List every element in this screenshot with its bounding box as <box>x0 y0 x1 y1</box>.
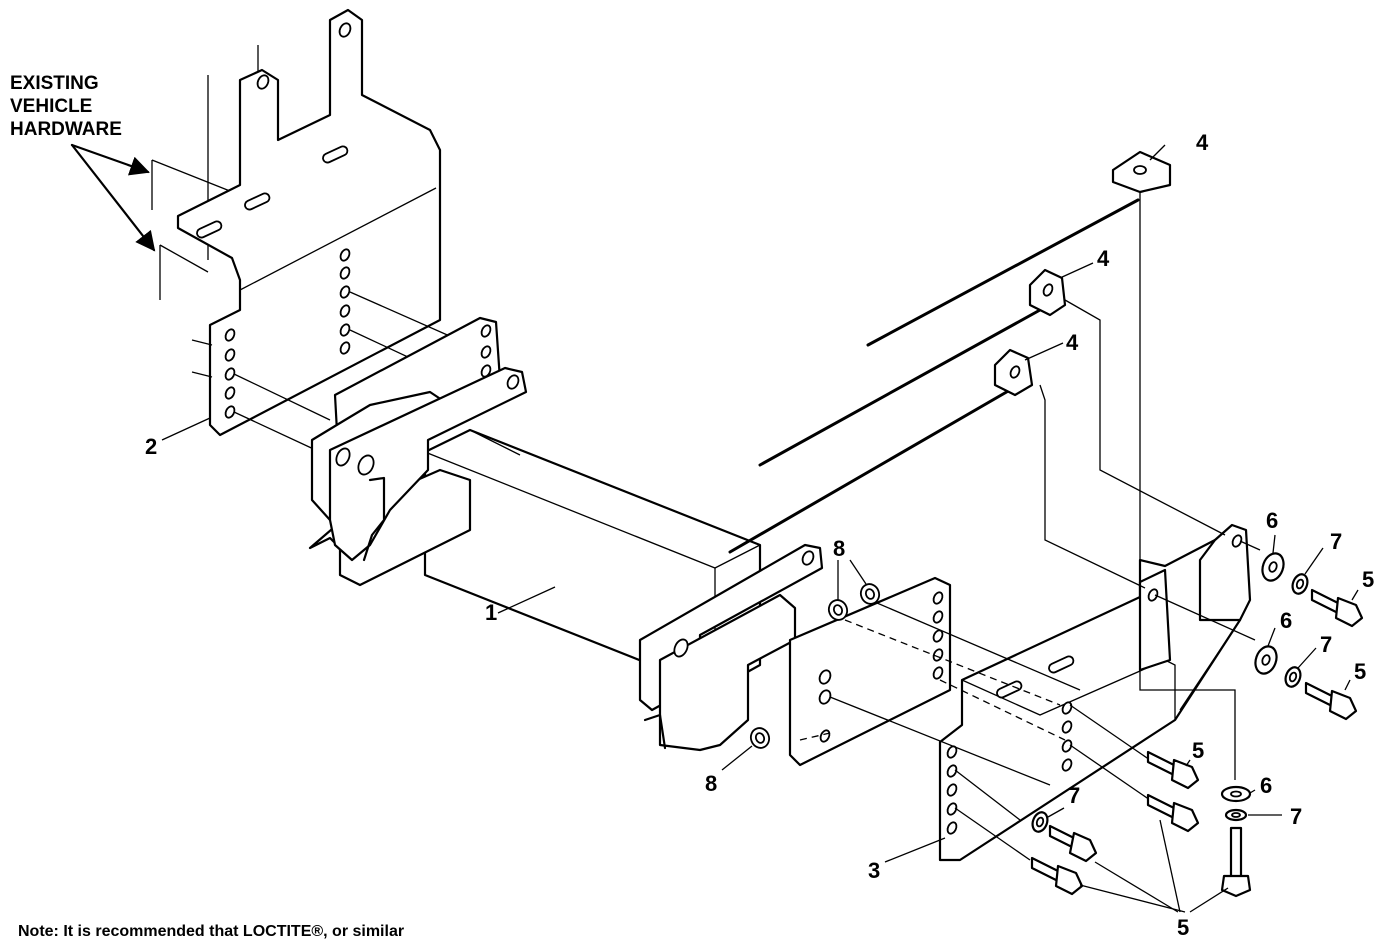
loctite-note: Note: It is recommended that LOCTITE®, o… <box>18 923 405 940</box>
washers <box>1031 552 1309 833</box>
part-label-5-center: 5 <box>1192 738 1205 763</box>
part-label-3: 3 <box>868 858 881 883</box>
part-label-2: 2 <box>145 434 158 459</box>
right-bracket-assembly <box>788 523 1252 862</box>
backing-plate-middle <box>1028 268 1067 317</box>
part-label-5-bottom: 5 <box>1177 915 1190 940</box>
part-label-6-middle: 6 <box>1280 608 1293 633</box>
callout-arrows <box>70 143 156 252</box>
part-label-4-lower: 4 <box>1066 330 1079 355</box>
callout-line: HARDWARE <box>10 119 122 140</box>
part-label-8-upper: 8 <box>833 536 846 561</box>
part-label-5-middle: 5 <box>1354 659 1367 684</box>
leader-lines <box>161 144 1359 913</box>
part-label-6-upper: 6 <box>1266 508 1279 533</box>
part-label-7-middle: 7 <box>1320 632 1333 657</box>
part-label-7-left: 7 <box>1068 783 1081 808</box>
part-label-1: 1 <box>485 600 498 625</box>
part-label-8-lower: 8 <box>705 771 718 796</box>
part-label-5-upper: 5 <box>1362 567 1375 592</box>
backing-plate-rods <box>728 190 1236 780</box>
left-vehicle-bracket <box>176 8 471 453</box>
backing-plate-lower <box>993 348 1034 397</box>
part-label-7-lower: 7 <box>1290 804 1303 829</box>
backing-plate-top <box>1111 150 1172 194</box>
part-label-4-top: 4 <box>1196 130 1209 155</box>
callout-line: VEHICLE <box>10 96 93 117</box>
existing-vehicle-hardware-callout: EXISTING VEHICLE HARDWARE <box>10 72 122 141</box>
part-label-6-lower: 6 <box>1260 773 1273 798</box>
part-label-4-middle: 4 <box>1097 246 1110 271</box>
hex-bolts <box>1030 588 1364 898</box>
hex-nuts <box>749 583 881 749</box>
callout-line: EXISTING <box>10 73 99 94</box>
left-mount-plates <box>308 316 528 587</box>
right-alignment-lines <box>799 540 1261 861</box>
right-mount-plates <box>638 543 824 752</box>
part-label-7-upper: 7 <box>1330 529 1343 554</box>
